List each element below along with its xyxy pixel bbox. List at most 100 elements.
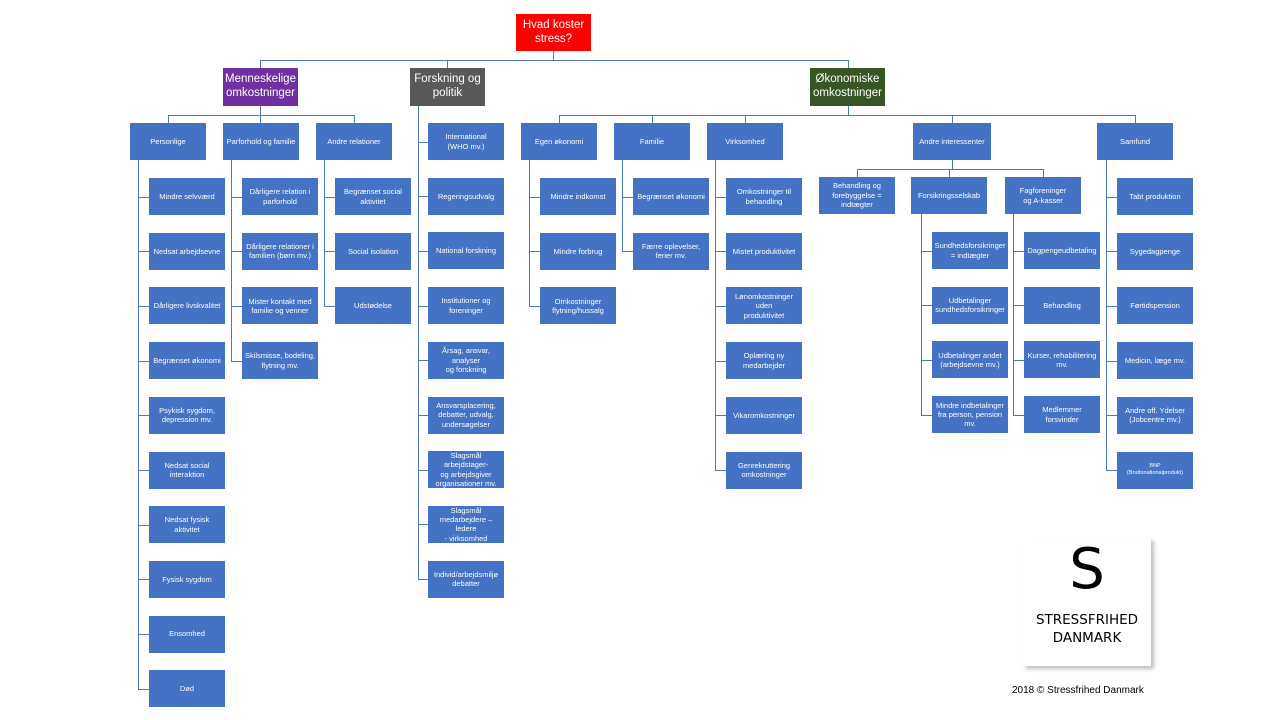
connector-line (1043, 169, 1044, 177)
personal-item-1: Mindre selvværd (149, 178, 225, 215)
economic-costs-node: Økonomiske omkostninger (810, 68, 885, 106)
research-item-1: International (WHO mv.) (428, 123, 504, 160)
connector-line (231, 160, 232, 361)
connector-line (138, 524, 149, 526)
unions-item-4: Medlemmer forsvinder (1024, 396, 1100, 434)
connector-line (559, 115, 1135, 116)
connector-line (260, 60, 848, 61)
family-item-2: Dårligere relationer i familien (børn mv… (242, 232, 318, 270)
research-item-7: Slagsmål arbejdstager- og arbejdsgiver o… (428, 451, 504, 489)
connector-line (324, 160, 325, 306)
connector-line (949, 169, 950, 177)
connector-line (324, 196, 335, 198)
connector-line (138, 251, 149, 253)
connector-line (354, 115, 355, 123)
connector-line (418, 469, 428, 471)
connector-line (447, 60, 448, 68)
connector-line (529, 305, 540, 307)
other-stakeholders-node: Andre interessenter (913, 123, 991, 160)
connector-line (1106, 415, 1117, 417)
research-item-5: Årsag, ansvar, analyser og forskning (428, 341, 504, 379)
connector-line (921, 214, 922, 415)
company-item-2: Mistet produktivitet (726, 232, 802, 270)
connector-line (418, 579, 428, 581)
connector-line (231, 251, 242, 253)
connector-line (260, 60, 261, 68)
connector-line (1013, 359, 1024, 361)
research-item-9: Individ/arbejdsmiljø debatter (428, 560, 504, 598)
logo-name: STRESSFRIHED DANMARK (1035, 612, 1139, 646)
connector-line (715, 305, 726, 307)
company-item-1: Omkostninger til behandling (726, 178, 802, 215)
connector-line (138, 688, 149, 690)
research-item-8: Slagsmål medarbejdere – ledere - virksom… (428, 505, 504, 543)
connector-line (622, 160, 623, 252)
connector-line (1106, 305, 1117, 307)
connector-line (715, 251, 726, 253)
connector-line (418, 196, 428, 198)
insurance-item-1: Sundhedsforsikringer = indtægter (932, 232, 1008, 269)
connector-line (418, 360, 428, 362)
personal-item-5: Psykisk sygdom, depression mv. (149, 396, 225, 434)
insurance-item-2: Udbetalinger sundhedsforsikringer (932, 286, 1008, 324)
connector-line (715, 415, 726, 417)
connector-line (138, 360, 149, 362)
personal-item-6: Nedsat social interaktion (149, 451, 225, 489)
society-item-2: Sygedagpenge (1117, 232, 1193, 270)
company-item-4: Oplæring ny medarbejder (726, 342, 802, 380)
unions-node: Fagforeninger og A-kasser (1005, 177, 1081, 214)
connector-line (231, 196, 242, 198)
personal-item-9: Ensomhed (149, 615, 225, 653)
connector-line (324, 251, 335, 253)
company-item-3: Lønomkostninger uden produktivitet (726, 287, 802, 325)
connector-line (231, 305, 242, 307)
personal-item-2: Nedsat arbejdsevne (149, 232, 225, 270)
stressfrihed-logo: S STRESSFRIHED DANMARK (1023, 538, 1151, 666)
connector-line (138, 470, 149, 471)
connector-line (952, 115, 953, 123)
connector-line (652, 115, 653, 123)
connector-line (418, 415, 428, 416)
research-item-2: Regeringsudvalg (428, 177, 504, 215)
connector-line (1013, 250, 1024, 252)
root-node-hvad-koster-stress: Hvad koster stress? (516, 14, 591, 51)
connector-line (921, 250, 932, 252)
economic-family-node: Familie (614, 123, 690, 160)
society-node: Samfund (1097, 123, 1173, 160)
insurance-item-4: Mindre indbetalinger fra person, pension… (932, 396, 1008, 434)
personal-item-7: Nedsat fysisk aktivitet (149, 506, 225, 544)
connector-line (921, 359, 932, 361)
company-item-6: Genrekruttering omkostninger (726, 451, 802, 489)
connector-line (857, 169, 858, 177)
connector-line (529, 160, 530, 306)
connector-line (168, 115, 169, 123)
own-economy-node: Egen økonomi (521, 123, 597, 160)
relations-item-3: Udstødelse (335, 287, 411, 325)
connector-line (622, 196, 633, 198)
connector-line (857, 169, 1043, 170)
connector-line (260, 115, 261, 123)
connector-line (418, 524, 428, 526)
connector-line (559, 115, 560, 123)
insurance-company-node: Forsikringsselskab (911, 177, 987, 214)
economic-family-item-2: Færre oplevelser, ferier mv. (633, 232, 709, 270)
connector-line (745, 115, 746, 123)
connector-line (138, 579, 149, 581)
research-item-3: National forskning (428, 232, 504, 270)
connector-line (1135, 115, 1136, 123)
relations-item-1: Begrænset social aktivitet (335, 178, 411, 215)
connector-line (529, 196, 540, 198)
connector-line (138, 160, 139, 689)
connector-line (921, 414, 932, 416)
connector-line (168, 115, 354, 116)
own-economy-item-3: Omkostninger flytning/hussalg (540, 287, 616, 325)
personal-item-3: Dårligere livskvalitet (149, 287, 225, 325)
connector-line (418, 141, 428, 143)
family-item-4: Skilsmisse, bodeling, flytning mv. (242, 342, 318, 380)
unions-item-3: Kurser, rehabilitering mv. (1024, 341, 1100, 379)
connector-line (622, 251, 633, 253)
connector-line (1013, 305, 1024, 307)
treatment-prevention-node: Behandling og forebyggelse = indtægter (819, 177, 895, 214)
connector-line (715, 470, 726, 471)
